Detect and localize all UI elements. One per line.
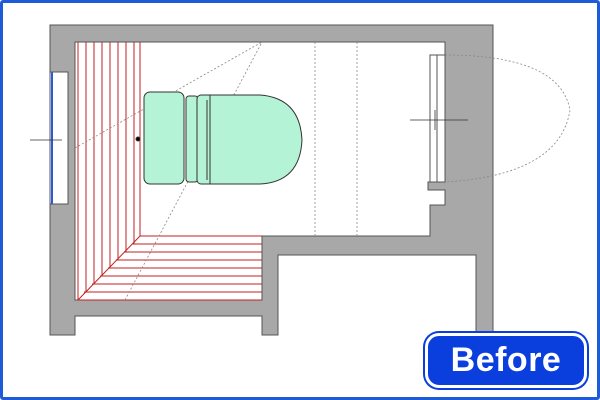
before-badge: Before [425,333,587,388]
before-label: Before [450,341,562,379]
window-icon [30,71,69,205]
toilet-icon [135,91,303,185]
dashed-guides [74,41,571,301]
door-swing-icon [410,54,468,183]
floor-pattern [77,42,262,301]
